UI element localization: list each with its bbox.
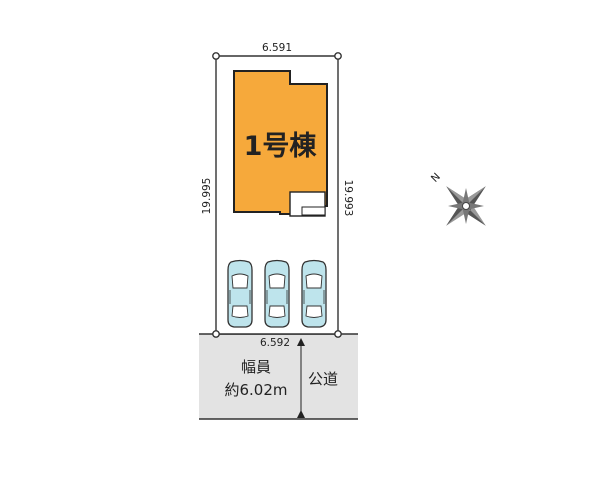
parking-car-1 [227,259,253,328]
entrance-step [301,206,326,216]
dim-bottom-width: 6.592 [260,337,290,349]
dim-right-depth: 19.993 [342,180,354,217]
road-width-label-line2: 約6.02m [224,381,287,399]
parking-car-3 [301,259,327,328]
road-width-label-line1: 幅員 [241,358,271,376]
lot-corner-se [334,330,342,338]
dim-left-depth: 19.995 [201,178,213,215]
road-type-label: 公道 [308,370,338,388]
compass-rose-icon [446,186,486,226]
parking-car-2 [264,259,290,328]
compass-north-label: N [429,171,443,185]
lot-corner-ne [334,52,342,60]
building-label: 1号棟 [244,131,318,162]
lot-corner-nw [212,52,220,60]
dim-top-width: 6.591 [262,42,292,54]
road-area [199,334,358,419]
lot-corner-sw [212,330,220,338]
